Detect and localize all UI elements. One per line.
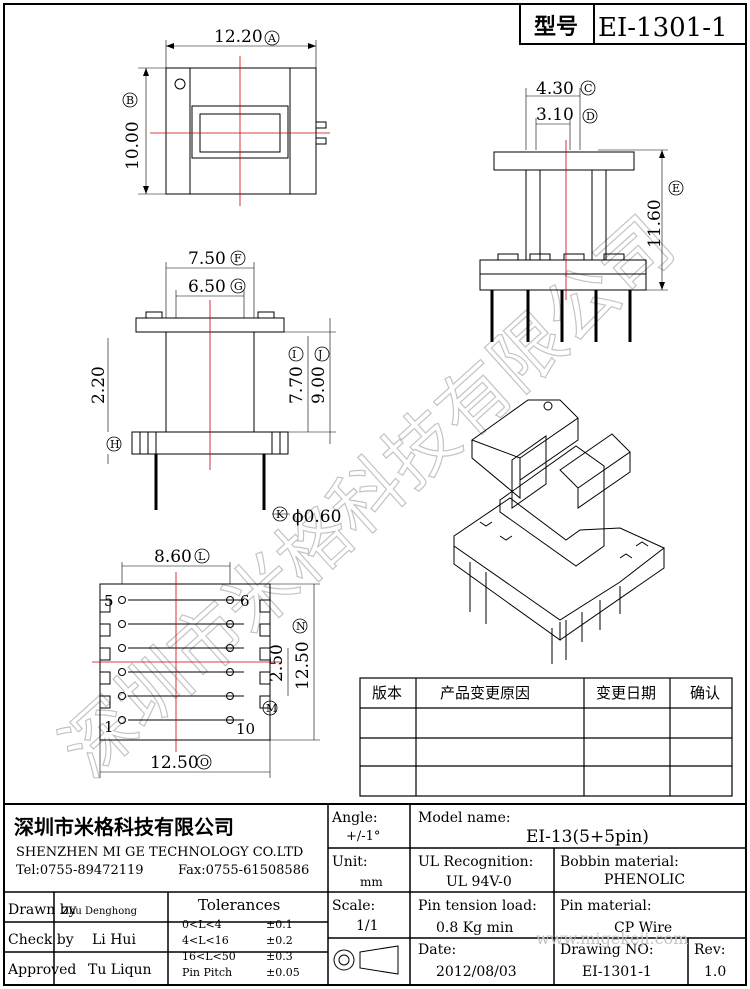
ul-label: UL Recognition:: [418, 854, 533, 870]
rev-label: Rev:: [694, 942, 725, 958]
dim-i-value: 7.70: [287, 366, 307, 404]
pin-6-label: 6: [240, 592, 250, 610]
watermark-text: 深圳市米格科技有限公司: [45, 200, 690, 792]
rev-value: 1.0: [704, 964, 726, 980]
dim-j-value: 9.00: [309, 366, 329, 404]
dim-o-value: 12.50: [150, 753, 199, 773]
watermark-url: www.migekeji.com: [536, 929, 688, 948]
part-number: EI-1301-1: [598, 13, 728, 43]
model-label: Model name:: [418, 810, 511, 826]
dim-n-tag: N: [296, 620, 306, 633]
company-name-cn: 深圳市米格科技有限公司: [14, 815, 234, 839]
revision-table: [359, 677, 733, 797]
scale-label: Scale:: [332, 898, 375, 914]
rev-header-version: 版本: [372, 684, 402, 702]
dim-c-value: 4.30: [536, 79, 574, 99]
dim-l-tag: L: [198, 550, 206, 563]
dim-b-tag: B: [126, 94, 134, 107]
tolerances-title: Tolerances: [198, 896, 280, 914]
unit-label: Unit:: [332, 854, 368, 870]
dim-f-tag: F: [234, 252, 242, 265]
company-fax: Fax:0755-61508586: [178, 863, 309, 878]
pin-1-label: 1: [104, 718, 114, 736]
pin-5-label: 5: [104, 592, 114, 610]
date-value: 2012/08/03: [436, 964, 517, 980]
tol-range-1: 0<L<4: [182, 918, 222, 931]
pinmat-label: Pin material:: [560, 898, 652, 914]
sheet-border: [3, 3, 747, 986]
dim-d-tag: D: [586, 110, 595, 123]
pin-layout: [92, 562, 320, 778]
dim-j-tag: J: [317, 348, 322, 361]
dim-m-tag: M: [266, 702, 277, 715]
company-name-en: SHENZHEN MI GE TECHNOLOGY CO.LTD: [16, 845, 303, 860]
dim-b-value: 10.00: [123, 121, 143, 170]
top-view: [138, 40, 330, 206]
model-value: EI-13(5+5pin): [526, 827, 649, 847]
drawing-label: Drawing NO:: [560, 942, 654, 958]
check-by-label: Check by: [8, 932, 74, 948]
side-view: [479, 88, 668, 342]
watermark: 深圳市米格科技有限公司: [45, 200, 691, 794]
dim-f-value: 7.50: [188, 249, 226, 269]
rev-header-date: 变更日期: [596, 684, 656, 702]
unit-value: mm: [360, 875, 383, 889]
pin-10-label: 10: [236, 720, 255, 738]
dim-e-tag: E: [672, 182, 680, 195]
dim-g-value: 6.50: [188, 277, 226, 297]
iso-view: [453, 399, 665, 664]
angle-label: Angle:: [331, 810, 378, 826]
pinmat-value: CP Wire: [614, 920, 672, 936]
dim-k-value: ϕ0.60: [292, 507, 341, 527]
dim-h-tag: H: [110, 438, 120, 451]
tol-value-1: ±0.1: [266, 918, 293, 931]
drawn-by-label: Drawn by: [8, 902, 77, 918]
bobbin-label: Bobbin material:: [560, 854, 679, 870]
dim-o-tag: O: [200, 756, 209, 769]
type-label: 型号: [534, 15, 578, 40]
tol-range-3: 16<L<50: [182, 950, 236, 963]
tol-range-2: 4<L<16: [182, 934, 229, 947]
rev-header-confirm: 确认: [690, 684, 720, 702]
dim-l-value: 8.60: [154, 547, 192, 567]
company-tel: Tel:0755-89472119: [16, 863, 144, 878]
tol-value-2: ±0.2: [266, 934, 293, 947]
bobbin-value: PHENOLIC: [604, 872, 685, 888]
scale-value: 1/1: [356, 918, 379, 934]
rev-header-reason: 产品变更原因: [440, 684, 530, 702]
ul-value: UL 94V-0: [446, 874, 512, 890]
type-box: [519, 3, 747, 45]
check-by-value: Li Hui: [92, 932, 136, 948]
date-label: Date:: [418, 942, 456, 958]
drawing-value: EI-1301-1: [582, 964, 652, 980]
title-block-grid: [4, 803, 746, 985]
approved-value: Tu Liqun: [88, 962, 152, 978]
drawn-by-value: Zhu Denghong: [62, 906, 138, 917]
dim-e-value: 11.60: [645, 199, 665, 248]
dim-m-value: 2.50: [267, 644, 287, 682]
approved-label: Approved: [7, 962, 76, 978]
tension-value: 0.8 Kg min: [436, 920, 513, 936]
dim-a-tag: A: [267, 32, 277, 45]
dim-c-tag: C: [584, 82, 592, 95]
tol-value-4: ±0.05: [266, 966, 300, 979]
dim-d-value: 3.10: [536, 105, 574, 125]
dim-g-tag: G: [234, 280, 243, 293]
dim-n-value: 12.50: [293, 641, 313, 690]
dim-a-value: 12.20: [214, 27, 263, 47]
tol-value-3: ±0.3: [266, 950, 293, 963]
tol-range-4: Pin Pitch: [182, 966, 232, 979]
dim-i-tag: I: [292, 348, 296, 361]
front-view: [107, 262, 336, 515]
angle-value: +/-1°: [346, 829, 380, 844]
tag-circles: [106, 30, 684, 770]
tension-label: Pin tension load:: [418, 898, 537, 914]
dim-h-value: 2.20: [89, 366, 109, 404]
dim-k-tag: K: [276, 508, 285, 521]
